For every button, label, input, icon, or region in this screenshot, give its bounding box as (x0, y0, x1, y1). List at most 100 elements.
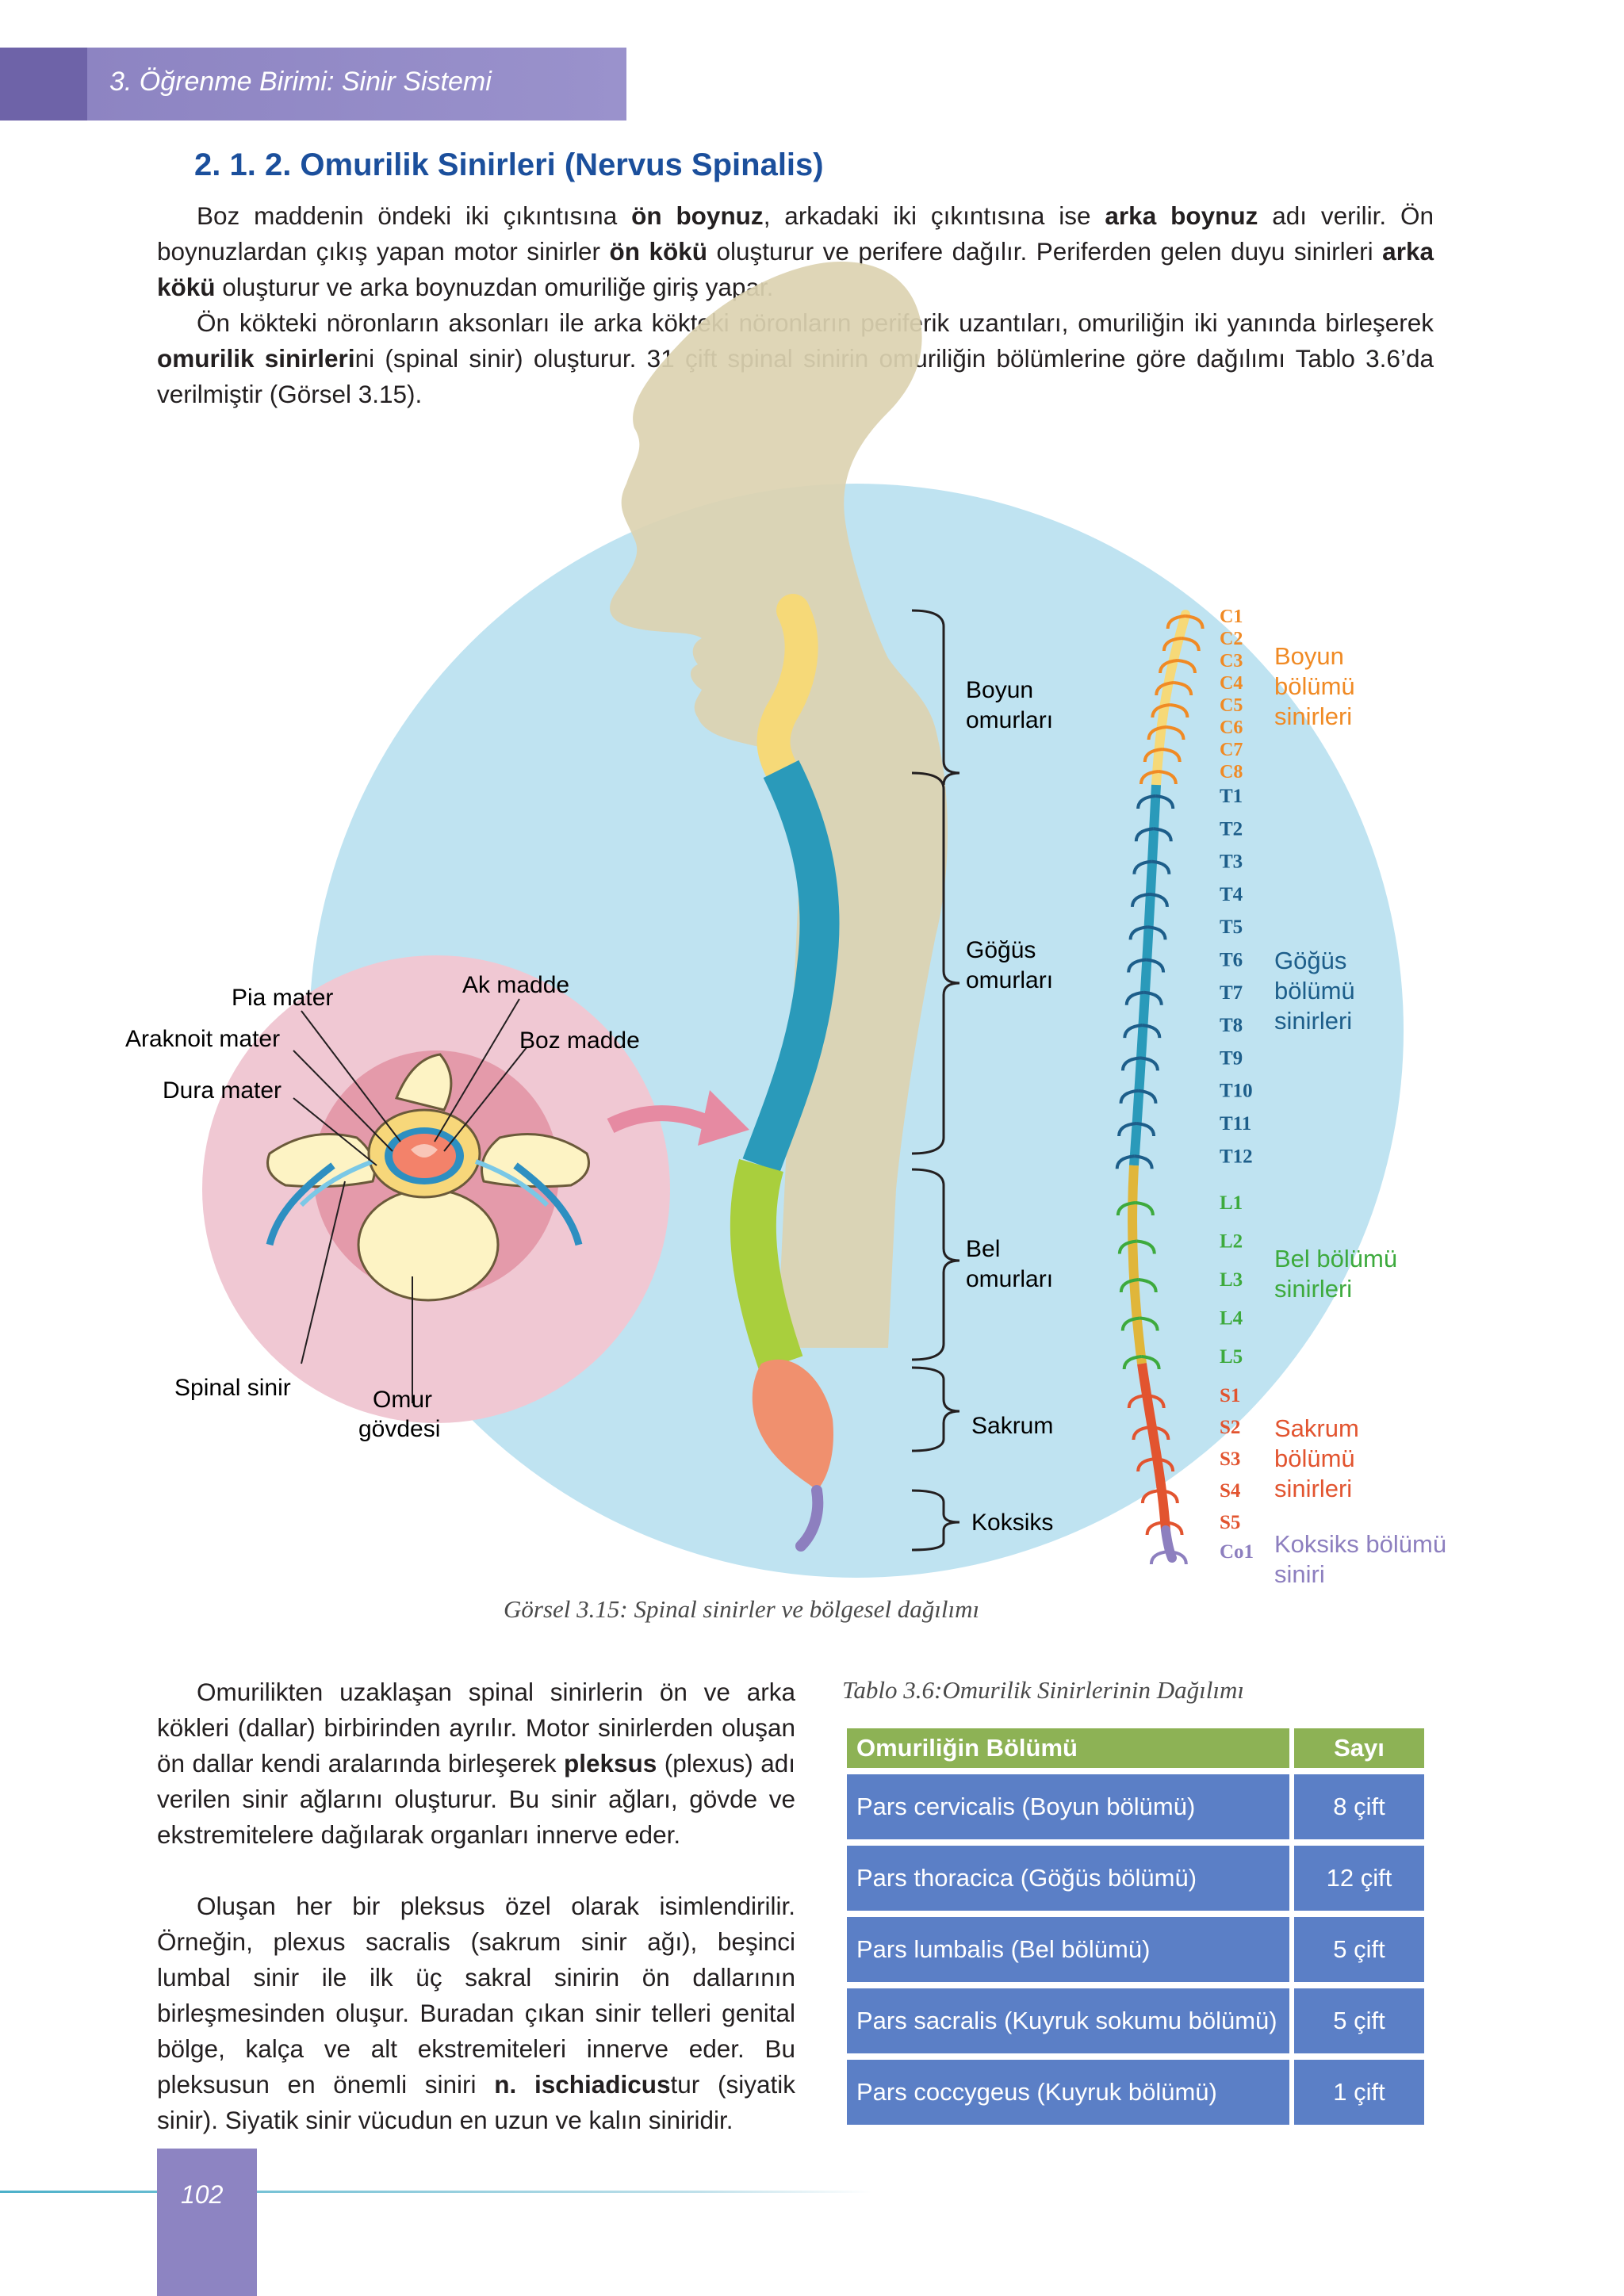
table-row: Pars sacralis (Kuyruk sokumu bölümü) 5 ç… (847, 1988, 1424, 2053)
nerve-ticks (1115, 614, 1205, 1565)
cell-section: Pars cervicalis (Boyun bölümü) (847, 1774, 1289, 1839)
label-dura-mater: Dura mater (163, 1077, 282, 1104)
region-bel-2: sinirleri (1274, 1275, 1352, 1303)
figure-caption: Görsel 3.15: Spinal sinirler ve bölgesel… (504, 1595, 980, 1623)
brace-koksiks: Koksiks (971, 1510, 1053, 1536)
nerve-tick-t1-right (1155, 794, 1175, 809)
nerve-code-c1: C1 (1220, 607, 1243, 627)
nerve-code-s4: S4 (1220, 1480, 1241, 1502)
brace-sakrum: Sakrum (971, 1413, 1053, 1439)
nerve-tick-t3-right (1151, 859, 1171, 874)
region-gogus-2: bölümü (1274, 977, 1355, 1004)
nerve-code-l1: L1 (1220, 1192, 1243, 1214)
cell-section: Pars lumbalis (Bel bölümü) (847, 1917, 1289, 1982)
nerve-code-s1: S1 (1220, 1385, 1240, 1406)
label-govdesi: gövdesi (358, 1416, 440, 1442)
nerve-tick-c7-left (1143, 748, 1162, 763)
cell-count: 12 çift (1294, 1846, 1424, 1911)
nerve-tick-l1-left (1116, 1201, 1136, 1216)
nerve-code-t9: T9 (1220, 1047, 1243, 1069)
cell-count: 8 çift (1294, 1774, 1424, 1839)
nerve-tick-t12-left (1115, 1154, 1135, 1169)
spinal-nerve-table: Omuriliğin Bölümü Sayı Pars cervicalis (… (842, 1722, 1429, 2131)
nerve-tick-t10-right (1138, 1089, 1158, 1104)
table-row: Pars coccygeus (Kuyruk bölümü) 1 çift (847, 2060, 1424, 2125)
cell-count: 5 çift (1294, 1988, 1424, 2053)
label-ak-madde: Ak madde (462, 972, 569, 998)
term-pleksus: pleksus (563, 1749, 657, 1777)
region-sakrum-3: sinirleri (1274, 1475, 1352, 1502)
nerve-code-t5: T5 (1220, 916, 1243, 938)
label-pia-mater: Pia mater (232, 985, 333, 1011)
brace-gogus: Göğüs (966, 937, 1036, 963)
region-braces (911, 609, 960, 1552)
nerve-code-s3: S3 (1220, 1448, 1240, 1470)
nerve-tick-c1-left (1166, 614, 1185, 629)
paragraph-plexus: Omurilikten uzaklaşan spinal sinirlerin … (157, 1678, 795, 1849)
nerve-tick-c4-left (1155, 681, 1174, 696)
nerve-tick-t5-left (1128, 925, 1148, 940)
region-sakrum-1: Sakrum (1274, 1414, 1359, 1442)
nerve-code-labels: C1C2C3C4C5C6C7C8T1T2T3T4T5T6T7T8T9T10T11… (1220, 607, 1254, 1563)
term-n-ischiadicus: n. ischiadicus (494, 2070, 671, 2099)
table-row: Pars lumbalis (Bel bölümü) 5 çift (847, 1917, 1424, 1982)
label-araknoit-mater: Araknoit mater (125, 1026, 280, 1052)
nerve-tick-l4-left (1120, 1316, 1140, 1331)
table-caption: Tablo 3.6:Omurilik Sinirlerinin Dağılımı (842, 1676, 1244, 1704)
nerve-tick-c4-right (1173, 681, 1193, 696)
nerve-tick-s5-right (1164, 1521, 1184, 1536)
table-header-row: Omuriliğin Bölümü Sayı (847, 1728, 1424, 1768)
nerve-tick-t6-left (1127, 958, 1147, 973)
nerve-tick-s2-left (1132, 1425, 1151, 1441)
region-koksiks-1: Koksiks bölümü (1274, 1530, 1446, 1558)
spine-thoracic (742, 760, 840, 1173)
term-omurilik-sinirleri: omurilik sinirleri (157, 344, 355, 373)
nerve-tick-s1-right (1146, 1394, 1166, 1409)
nerve-tick-t4-left (1130, 892, 1151, 908)
cell-count: 1 çift (1294, 2060, 1424, 2125)
nerve-tick-t6-right (1145, 958, 1166, 973)
cell-count: 5 çift (1294, 1917, 1424, 1982)
brace-bel: Bel (966, 1236, 1000, 1262)
nerve-code-c2: C2 (1220, 629, 1243, 649)
nerve-tick-c2-right (1181, 637, 1201, 652)
region-boyun-3: sinirleri (1274, 702, 1352, 730)
nerve-code-c6: C6 (1220, 718, 1243, 738)
nerve-code-t1: T1 (1220, 786, 1243, 807)
cell-section: Pars coccygeus (Kuyruk bölümü) (847, 2060, 1289, 2125)
nerve-tick-s3-left (1136, 1457, 1156, 1472)
chapter-header-bar: 3. Öğrenme Birimi: Sinir Sistemi (0, 48, 626, 121)
label-spinal-sinir: Spinal sinir (174, 1375, 291, 1401)
chapter-title: 3. Öğrenme Birimi: Sinir Sistemi (109, 67, 492, 97)
nerve-tick-co1-right (1168, 1550, 1188, 1565)
nerve-code-t11: T11 (1220, 1113, 1251, 1135)
region-koksiks-2: siniri (1274, 1560, 1325, 1588)
term-on-koku: ön kökü (609, 237, 708, 266)
term-arka-koku: arka kökü (157, 237, 1434, 301)
nerve-tick-t11-left (1117, 1122, 1137, 1137)
region-boyun-1: Boyun (1274, 642, 1344, 670)
nerve-code-l2: L2 (1220, 1231, 1243, 1253)
page-number: 102 (181, 2180, 224, 2209)
nerve-code-c7: C7 (1220, 740, 1243, 760)
nerve-tick-l5-right (1141, 1355, 1161, 1370)
nerve-tick-t9-right (1139, 1056, 1159, 1071)
nerve-tick-c5-right (1170, 703, 1189, 718)
nerve-tick-c8-left (1139, 770, 1159, 785)
nerve-tick-c2-left (1162, 637, 1182, 652)
cross-section-leaders (293, 998, 528, 1403)
nerve-code-t6: T6 (1220, 950, 1243, 971)
brace-boyun-omurlari: omurları (966, 707, 1053, 733)
nerve-tick-c1-right (1185, 614, 1205, 629)
nerve-code-t10: T10 (1220, 1081, 1253, 1102)
coccyx (795, 1485, 824, 1552)
nerve-code-t12: T12 (1220, 1146, 1253, 1167)
nerve-code-c3: C3 (1220, 651, 1243, 672)
nerve-tick-s3-right (1155, 1457, 1175, 1472)
nerve-tick-l2-right (1136, 1239, 1156, 1254)
nerve-tick-t8-left (1123, 1024, 1143, 1039)
brace-bel-omurlari: omurları (966, 1266, 1053, 1292)
paragraph-plexus-sacralis: Oluşan her bir pleksus özel olarak isiml… (157, 1892, 796, 2134)
region-gogus-3: sinirleri (1274, 1007, 1352, 1035)
nerve-code-s5: S5 (1220, 1512, 1240, 1533)
